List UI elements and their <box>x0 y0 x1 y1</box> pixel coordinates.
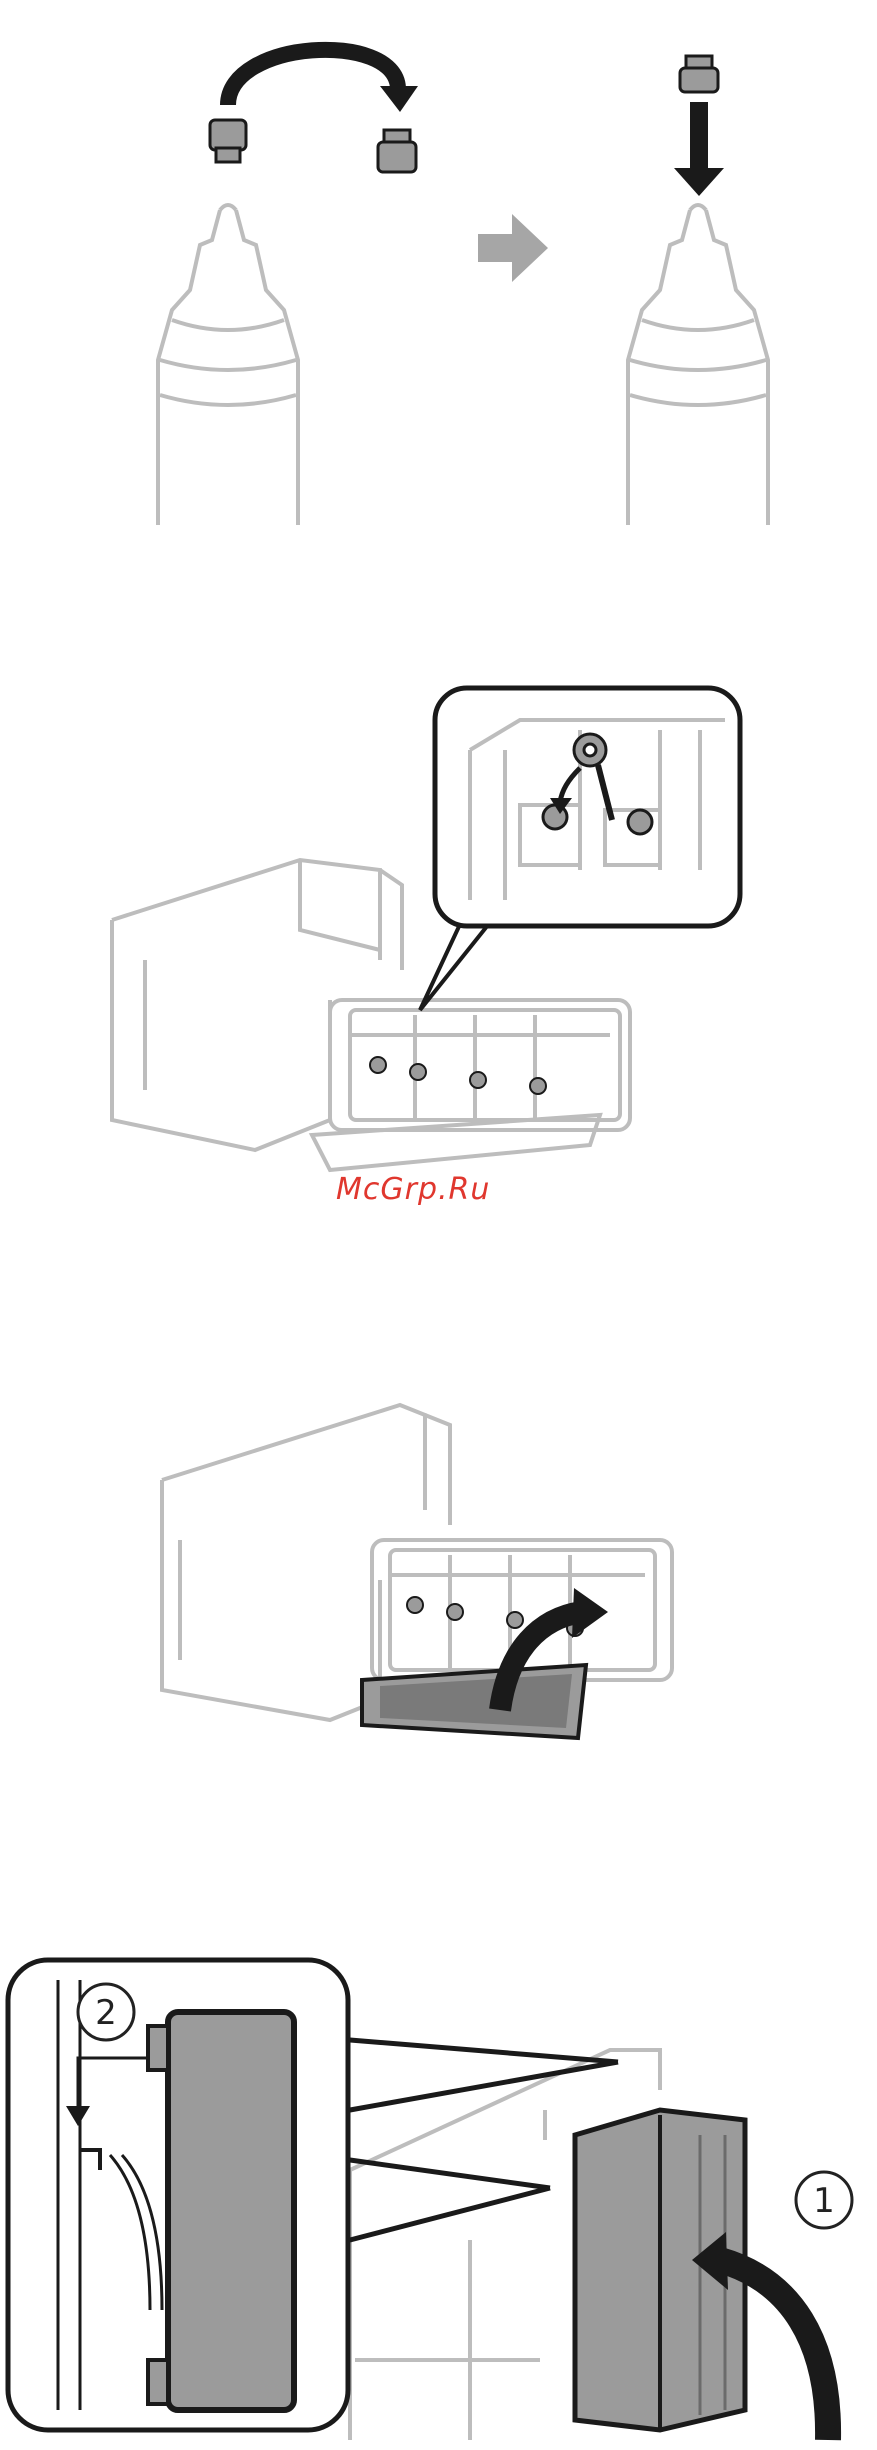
next-step-arrow-icon <box>478 214 548 282</box>
cap-icon <box>210 120 246 162</box>
cap-top-icon <box>680 56 718 92</box>
step-marker-1: 1 <box>796 2172 852 2228</box>
close-cover-illustration <box>0 1380 877 1790</box>
curved-arrow-head-icon <box>380 86 418 112</box>
printer-body <box>112 860 402 1150</box>
watermark-text: McGrp.Ru <box>336 1172 490 1207</box>
cap-flipped-icon <box>378 130 416 172</box>
panel-hook-tank: 1 2 <box>0 1940 877 2450</box>
detail-callout <box>8 1960 348 2430</box>
svg-text:2: 2 <box>95 1993 117 2033</box>
zoom-callout <box>420 688 740 1010</box>
down-arrow-head-icon <box>674 168 724 196</box>
ink-bottle-left <box>158 205 298 525</box>
down-arrow-shaft-icon <box>690 102 708 172</box>
panel-ink-tank-callout <box>0 670 877 1210</box>
svg-text:1: 1 <box>813 2181 835 2221</box>
close-cover-arrow-head-icon <box>572 1588 608 1638</box>
panel-close-cover <box>0 1380 877 1790</box>
tank-cap-icons <box>370 1057 546 1094</box>
bottle-cap-illustration <box>0 0 877 560</box>
hook-tank-illustration: 1 2 <box>0 1940 877 2450</box>
printer-body <box>162 1405 450 1720</box>
ink-tank-callout-illustration <box>0 670 877 1210</box>
ink-bottle-right <box>628 205 768 525</box>
curved-arrow-icon <box>228 50 398 105</box>
step-marker-2: 2 <box>78 1984 134 2040</box>
panel-bottle-cap <box>0 0 877 560</box>
